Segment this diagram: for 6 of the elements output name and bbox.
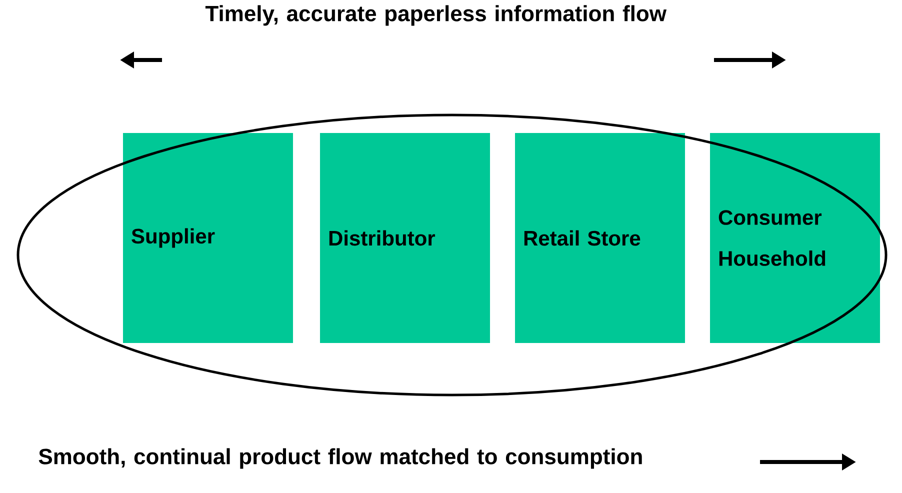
flow-label: Smooth, continual product flow matched to consumption bbox=[38, 448, 642, 469]
flow-label: Timely, accurate paperless information flow bbox=[205, 5, 667, 26]
process-box: Distributor bbox=[320, 133, 490, 343]
process-box: Supplier bbox=[123, 133, 293, 343]
process-box: Consumer Household bbox=[710, 133, 880, 343]
process-box: Retail Store bbox=[515, 133, 685, 343]
